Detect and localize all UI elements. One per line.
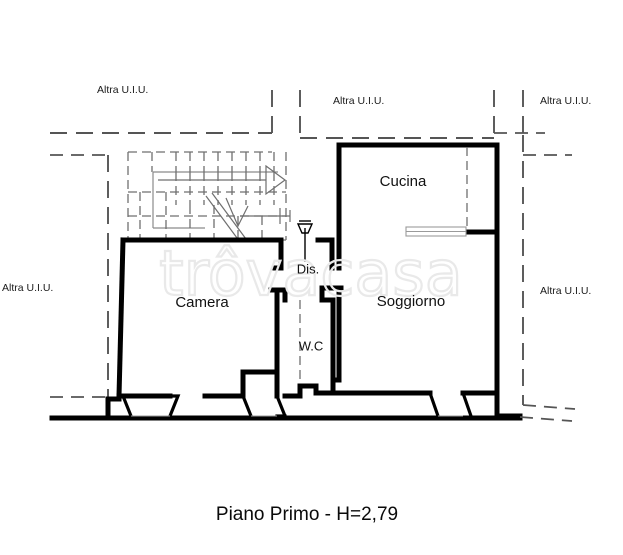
- room-label-cucina: Cucina: [380, 173, 427, 190]
- plan-caption: Piano Primo - H=2,79: [216, 504, 398, 525]
- room-camera: [116, 237, 284, 399]
- room-cucina: [336, 142, 500, 255]
- room-label-wc: W.C: [299, 338, 324, 353]
- room-label-camera: Camera: [175, 294, 229, 311]
- watermark-text: trôvacasa: [159, 237, 462, 310]
- room-soggiorno: [319, 233, 500, 402]
- neighbor-label-top-left: Altra U.I.U.: [97, 84, 148, 96]
- room-label-dis: Dis.: [297, 261, 319, 276]
- bottom-wall-and-reveals: [49, 383, 573, 422]
- room-label-soggiorno: Soggiorno: [377, 293, 445, 310]
- property-boundary-dashed: [50, 90, 576, 419]
- neighbor-label-top-center: Altra U.I.U.: [333, 95, 384, 107]
- fixture-marker-icon: [296, 220, 314, 262]
- room-wc: [240, 287, 336, 399]
- neighbor-label-right: Altra U.I.U.: [540, 285, 591, 297]
- room-dis: [272, 237, 335, 303]
- neighbor-label-top-right: Altra U.I.U.: [540, 95, 591, 107]
- neighbor-label-left: Altra U.I.U.: [2, 282, 53, 294]
